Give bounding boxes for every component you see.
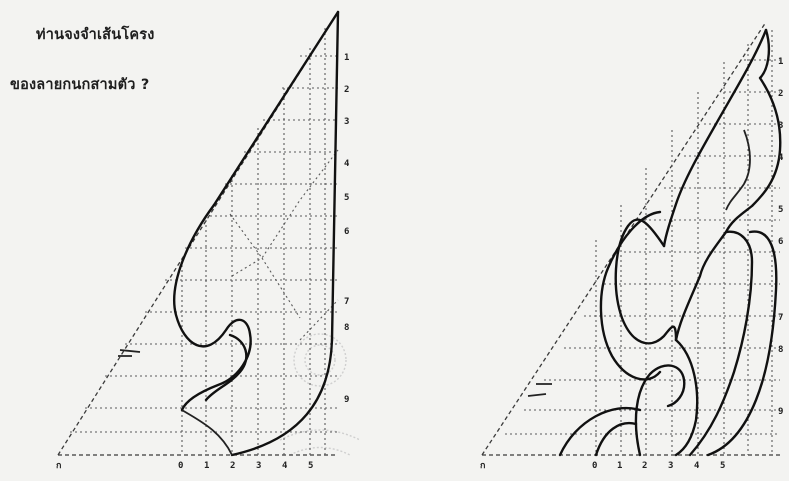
- left-base-label-2: 1: [204, 461, 209, 471]
- left-base-label-4: 3: [256, 461, 261, 471]
- left-watermark: [279, 333, 361, 456]
- left-base-label-6: 5: [308, 461, 313, 471]
- right-tall-lobe: [706, 230, 778, 457]
- right-right-scale-labels: 1 2 3 4 5 6 7 8 9: [778, 57, 784, 417]
- left-horizontal-gridlines: [70, 55, 338, 433]
- question-title-line-1: ท่านจงจำเส้นโครง: [36, 27, 155, 43]
- left-kanok-construction: ก 0 1 2 3 4 5 1 2 3 4 5 6 7 8 9: [56, 10, 361, 471]
- left-right-vertical-edge: [330, 10, 340, 342]
- right-middle-lobe: [614, 218, 678, 345]
- right-base-label-1: 0: [592, 461, 597, 471]
- right-base-label-2: 1: [617, 461, 622, 471]
- left-base-label-0: ก: [56, 461, 61, 471]
- right-base-label-5: 4: [694, 461, 700, 471]
- right-tall-lobe-inner: [688, 230, 754, 457]
- question-title-line-2: ของลายกนกสามตัว ?: [10, 77, 150, 93]
- left-tick-marks: [118, 349, 141, 357]
- right-top-inner-curl: [725, 129, 751, 211]
- left-right-scale-labels: 1 2 3 4 5 6 7 8 9: [344, 53, 350, 405]
- left-scale-label-7: 8: [344, 323, 349, 333]
- right-scale-label-1: 2: [778, 89, 783, 99]
- left-inner-curl: [204, 333, 248, 402]
- right-left-lobe: [599, 210, 662, 381]
- right-lower-curl-1: [634, 364, 686, 457]
- left-base-label-1: 0: [178, 461, 183, 471]
- right-base-label-4: 3: [668, 461, 673, 471]
- right-base-label-3: 2: [642, 461, 647, 471]
- right-scale-label-7: 8: [778, 345, 783, 355]
- right-lower-curl-2: [674, 338, 699, 457]
- left-base-curve: [181, 409, 233, 456]
- left-base-label-5: 4: [282, 461, 288, 471]
- left-base-label-3: 2: [230, 461, 235, 471]
- right-scale-label-3: 4: [778, 153, 784, 163]
- right-baseline-labels: ก 0 1 2 3 4 5: [480, 461, 725, 471]
- left-scale-label-1: 2: [344, 85, 349, 95]
- right-kanok-construction: ก 0 1 2 3 4 5 1 2 3 4 5 6 7 8 9: [480, 21, 784, 471]
- right-flame-left-outline: [662, 28, 768, 248]
- right-scale-label-6: 7: [778, 313, 783, 323]
- right-scale-label-0: 1: [778, 57, 783, 67]
- left-scale-label-4: 5: [344, 193, 349, 203]
- left-scale-label-8: 9: [344, 395, 349, 405]
- right-triangle-dashed-edge: [481, 21, 780, 456]
- right-scale-label-2: 3: [778, 121, 783, 131]
- left-outer-hypotenuse-line: [212, 10, 340, 207]
- right-horizontal-gridlines: [505, 59, 780, 435]
- right-tick-marks: [527, 383, 552, 397]
- left-base-sweep: [230, 338, 334, 457]
- right-scale-label-8: 9: [778, 407, 783, 417]
- right-scale-label-4: 5: [778, 205, 783, 215]
- right-base-label-0: ก: [480, 461, 485, 471]
- left-baseline-labels: ก 0 1 2 3 4 5: [56, 461, 313, 471]
- right-scale-label-5: 6: [778, 237, 783, 247]
- left-scale-label-3: 4: [344, 159, 350, 169]
- right-base-label-6: 5: [720, 461, 725, 471]
- left-scale-label-0: 1: [344, 53, 349, 63]
- right-flame-outer-outline: [674, 28, 782, 342]
- left-kanok-outline: [173, 203, 252, 412]
- right-base-curve: [558, 406, 642, 457]
- left-scale-label-2: 3: [344, 117, 349, 127]
- left-scale-label-5: 6: [344, 227, 349, 237]
- left-scale-label-6: 7: [344, 297, 349, 307]
